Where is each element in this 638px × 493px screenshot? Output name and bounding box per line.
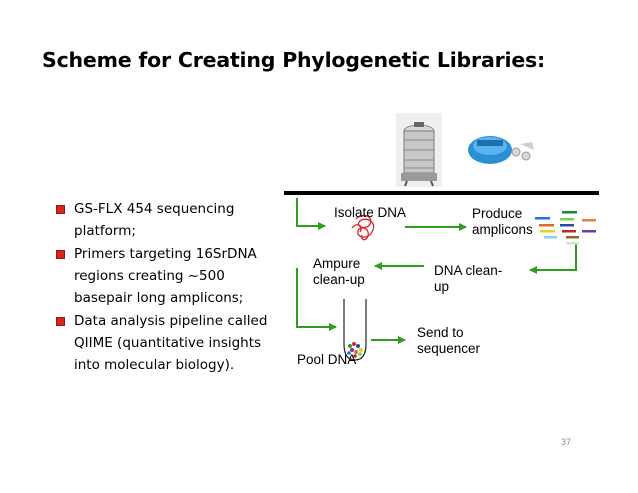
label-dna-cleanup: DNA clean- up	[434, 263, 503, 294]
tube-icon	[343, 299, 367, 361]
slide-number: 37	[561, 437, 572, 447]
arrow-produce-to-cleanup	[529, 244, 577, 274]
bullet-text: GS-FLX 454 sequencing platform;	[74, 201, 235, 239]
label-produce-amplicons: Produce amplicons	[472, 206, 533, 237]
sequencing-instrument-image	[468, 136, 534, 164]
bullet-square-icon	[56, 250, 65, 259]
amplicon-bands-icon	[535, 211, 596, 245]
label-pool-dna: Pool DNA	[297, 352, 357, 367]
dna-tangle-icon	[351, 214, 375, 241]
bullet-text: Data analysis pipeline called QIIME (qua…	[74, 313, 268, 373]
bullet-square-icon	[56, 317, 65, 326]
label-send-to-sequencer: Send to sequencer	[417, 325, 481, 356]
bead-beater-device-image	[396, 113, 442, 187]
page-title: Scheme for Creating Phylogenetic Librari…	[42, 48, 546, 72]
bullet-list: GS-FLX 454 sequencing platform; Primers …	[56, 198, 284, 377]
label-isolate-dna: Isolate DNA	[334, 205, 407, 220]
bullet-item: GS-FLX 454 sequencing platform;	[56, 198, 284, 242]
arrow-ampure-to-pool	[296, 268, 337, 331]
bullet-item: Data analysis pipeline called QIIME (qua…	[56, 310, 284, 376]
bullet-text: Primers targeting 16SrDNA regions creati…	[74, 246, 257, 306]
label-ampure-cleanup: Ampure clean-up	[313, 256, 365, 287]
arrow-start-to-isolate	[296, 198, 326, 230]
bullet-square-icon	[56, 205, 65, 214]
bullet-item: Primers targeting 16SrDNA regions creati…	[56, 243, 284, 309]
